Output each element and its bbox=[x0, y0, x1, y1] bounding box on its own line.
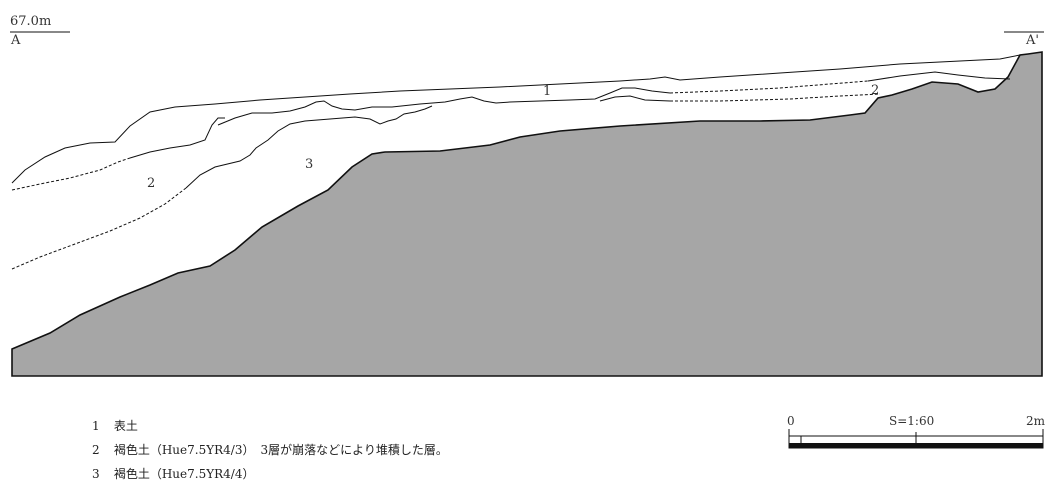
legend-text: 表土 bbox=[113, 419, 138, 433]
legend-text: 褐色土（Hue7.5YR4/4） bbox=[113, 467, 255, 481]
layer-3-boundary-solid bbox=[185, 105, 433, 189]
point-right-label: A' bbox=[1025, 33, 1039, 48]
bedrock-area bbox=[11, 51, 1043, 377]
scale-bar-fill bbox=[789, 443, 1043, 448]
layer-1-inner-line bbox=[599, 95, 671, 102]
scale-bar: 0 S=1:60 2m bbox=[787, 414, 1046, 449]
layer-2-boundary-solid bbox=[129, 117, 225, 159]
layer-label-2-left: 2 bbox=[147, 176, 155, 191]
scale-start-label: 0 bbox=[787, 414, 795, 428]
layer-2-right-dashed-line bbox=[670, 93, 881, 102]
elevation-label: 67.0m bbox=[10, 14, 51, 29]
legend-row-1: 1 表土 bbox=[92, 414, 448, 438]
layer-3-dashed-upper bbox=[11, 187, 187, 270]
legend-number: 3 bbox=[92, 467, 100, 481]
ground-surface-line bbox=[11, 54, 1021, 184]
soil-section-diagram: 67.0m A A' 1 2 2 3 bbox=[10, 14, 1044, 377]
scale-end-label: 2m bbox=[1026, 414, 1046, 428]
layer-1-boundary-right bbox=[867, 71, 1011, 82]
scale-ratio-label: S=1:60 bbox=[889, 414, 934, 428]
point-left-label: A bbox=[10, 33, 21, 48]
layer-label-1: 1 bbox=[543, 84, 551, 99]
legend-row-3: 3 褐色土（Hue7.5YR4/4） bbox=[92, 462, 448, 486]
layer-1-boundary bbox=[217, 87, 671, 126]
soil-legend: 1 表土 2 褐色土（Hue7.5YR4/3） 3層が崩落などにより堆積した層。… bbox=[92, 414, 448, 486]
layer-1-dashed-boundary bbox=[669, 80, 869, 94]
legend-row-2: 2 褐色土（Hue7.5YR4/3） 3層が崩落などにより堆積した層。 bbox=[92, 438, 448, 462]
layer-label-3: 3 bbox=[305, 157, 313, 172]
layer-2-dashed-upper bbox=[11, 157, 131, 191]
layer-label-2-right: 2 bbox=[871, 83, 879, 98]
legend-text: 褐色土（Hue7.5YR4/3） 3層が崩落などにより堆積した層。 bbox=[113, 443, 448, 457]
legend-number: 2 bbox=[92, 443, 100, 457]
legend-number: 1 bbox=[92, 419, 100, 433]
